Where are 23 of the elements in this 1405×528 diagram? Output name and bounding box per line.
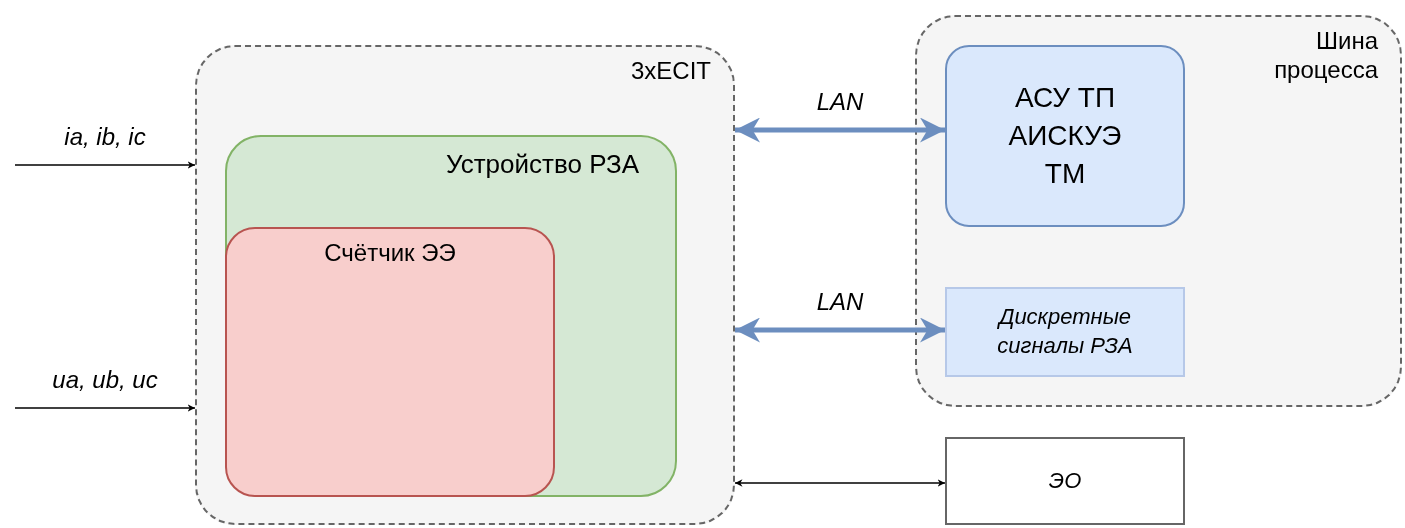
signal-box <box>945 287 1185 377</box>
arrow <box>734 479 946 487</box>
node-label: Устройство РЗА <box>445 149 639 181</box>
node-label: Дискретные сигналы РЗА <box>996 303 1134 360</box>
dashed-group-box <box>195 45 735 525</box>
arrow <box>14 161 196 169</box>
edge-label: LAN <box>816 288 864 316</box>
arrow <box>14 404 196 412</box>
edge-label: LAN <box>816 88 864 116</box>
node-label: Счётчик ЭЭ <box>323 239 457 268</box>
node-label: Шина процесса <box>1273 27 1378 85</box>
node-label: 3xECIT <box>631 57 711 86</box>
node-label: ЭО <box>1047 466 1083 495</box>
device-box <box>225 135 677 497</box>
node-label: АСУ ТП АИСКУЭ ТМ <box>1007 81 1123 191</box>
process-box <box>945 437 1185 525</box>
arrow <box>735 117 945 143</box>
edge-label: ia, ib, ic <box>64 123 146 151</box>
system-box <box>945 45 1185 227</box>
dashed-group-box <box>915 15 1402 407</box>
edge-label: ua, ub, uc <box>52 366 158 394</box>
arrow <box>735 317 945 343</box>
meter-box <box>225 227 555 497</box>
